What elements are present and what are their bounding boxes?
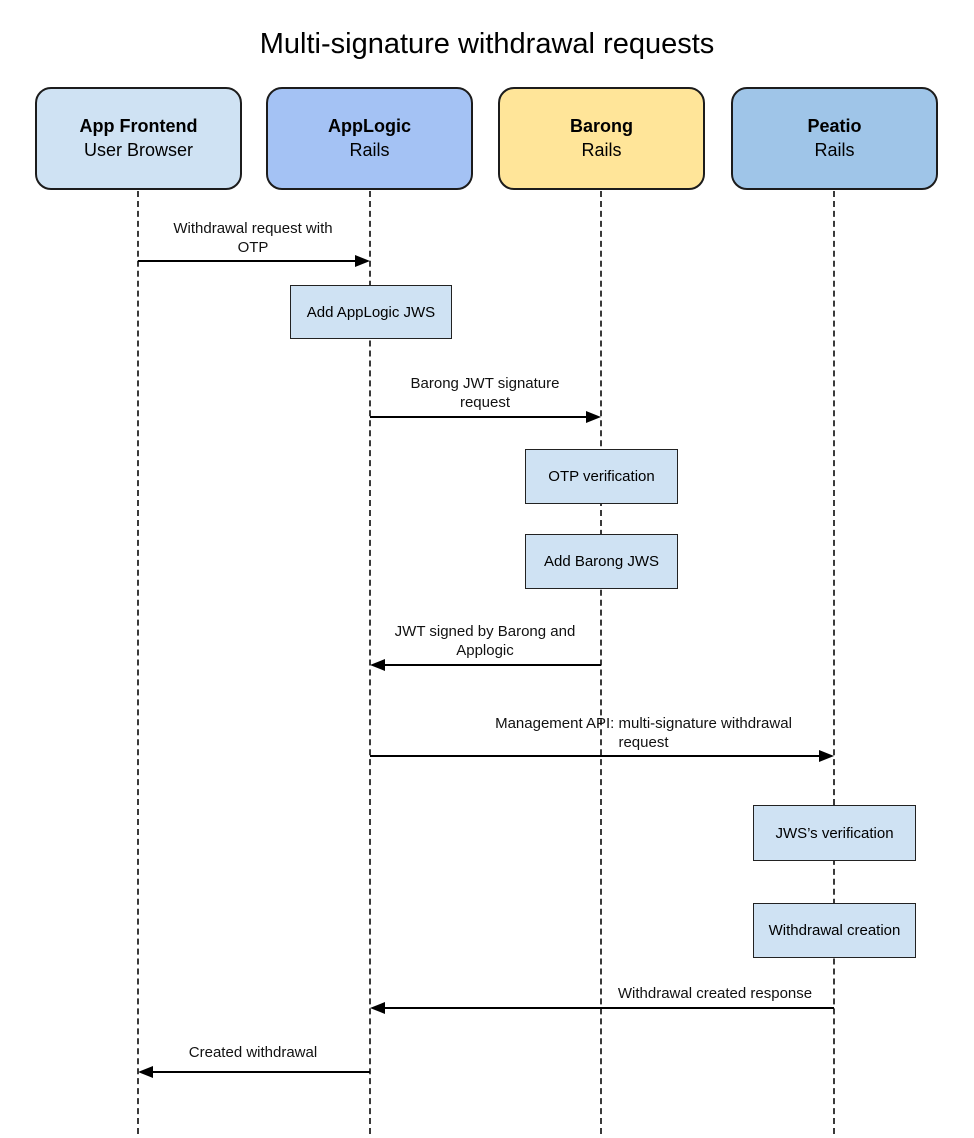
actor-barong: Barong Rails (498, 87, 705, 190)
arrowhead-left-icon (370, 1002, 385, 1014)
arrowhead-right-icon (819, 750, 834, 762)
diagram-title: Multi-signature withdrawal requests (259, 28, 715, 60)
activity-jws-verification: JWS’s verification (753, 805, 916, 861)
arrowhead-left-icon (138, 1066, 153, 1078)
actor-subtitle: Rails (349, 140, 390, 160)
arrowhead-right-icon (355, 255, 370, 267)
activity-label: Add AppLogic JWS (306, 303, 436, 321)
activity-otp-verification: OTP verification (525, 449, 678, 504)
lifeline-barong (600, 191, 602, 1134)
activity-label: JWS’s verification (775, 824, 894, 842)
lifeline-peatio (833, 191, 835, 1134)
actor-name: App Frontend (79, 116, 198, 137)
message-label: Withdrawal request with OTP (148, 219, 358, 257)
arrowhead-left-icon (370, 659, 385, 671)
message-label: Management API: multi-signature withdraw… (461, 714, 826, 752)
arrow-line (370, 416, 587, 418)
activity-label: Withdrawal creation (768, 922, 901, 939)
actor-subtitle: User Browser (83, 140, 194, 160)
message-label: JWT signed by Barong and Applogic (380, 622, 590, 660)
activity-withdrawal-creation: Withdrawal creation (753, 903, 916, 958)
arrow-line (138, 260, 356, 262)
actor-applogic: AppLogic Rails (266, 87, 473, 190)
message-label-line: Withdrawal request with (173, 220, 333, 237)
arrow-line (384, 664, 601, 666)
actor-subtitle: Rails (581, 140, 622, 160)
actor-subtitle: Rails (814, 140, 855, 160)
activity-label: OTP verification (548, 468, 655, 485)
activity-add-barong-jws: Add Barong JWS (525, 534, 678, 589)
arrowhead-right-icon (586, 411, 601, 423)
message-label-line: Applogic (456, 642, 514, 659)
message-label-line: JWT signed by Barong and (394, 623, 576, 640)
message-label-line: request (618, 734, 669, 751)
arrow-line (152, 1071, 370, 1073)
arrow-line (384, 1007, 834, 1009)
activity-add-applogic-jws: Add AppLogic JWS (290, 285, 452, 339)
message-label-line: OTP (237, 239, 269, 256)
lifeline-app-frontend (137, 191, 139, 1134)
actor-peatio: Peatio Rails (731, 87, 938, 190)
message-label-line: Barong JWT signature (410, 375, 560, 392)
arrow-line (370, 755, 820, 757)
message-label: Created withdrawal (148, 1043, 358, 1062)
message-label-line: request (459, 394, 511, 411)
message-label: Barong JWT signature request (380, 374, 590, 412)
activity-label: Add Barong JWS (543, 553, 660, 570)
actor-name: Peatio (807, 116, 862, 137)
message-label-line: Created withdrawal (188, 1044, 318, 1061)
message-label: Withdrawal created response (597, 984, 833, 1003)
message-label-line: Withdrawal created response (617, 985, 813, 1002)
message-label-line: Management API: multi-signature withdraw… (495, 715, 792, 732)
actor-app-frontend: App Frontend User Browser (35, 87, 242, 190)
actor-name: Barong (570, 116, 633, 137)
actor-name: AppLogic (328, 116, 411, 137)
